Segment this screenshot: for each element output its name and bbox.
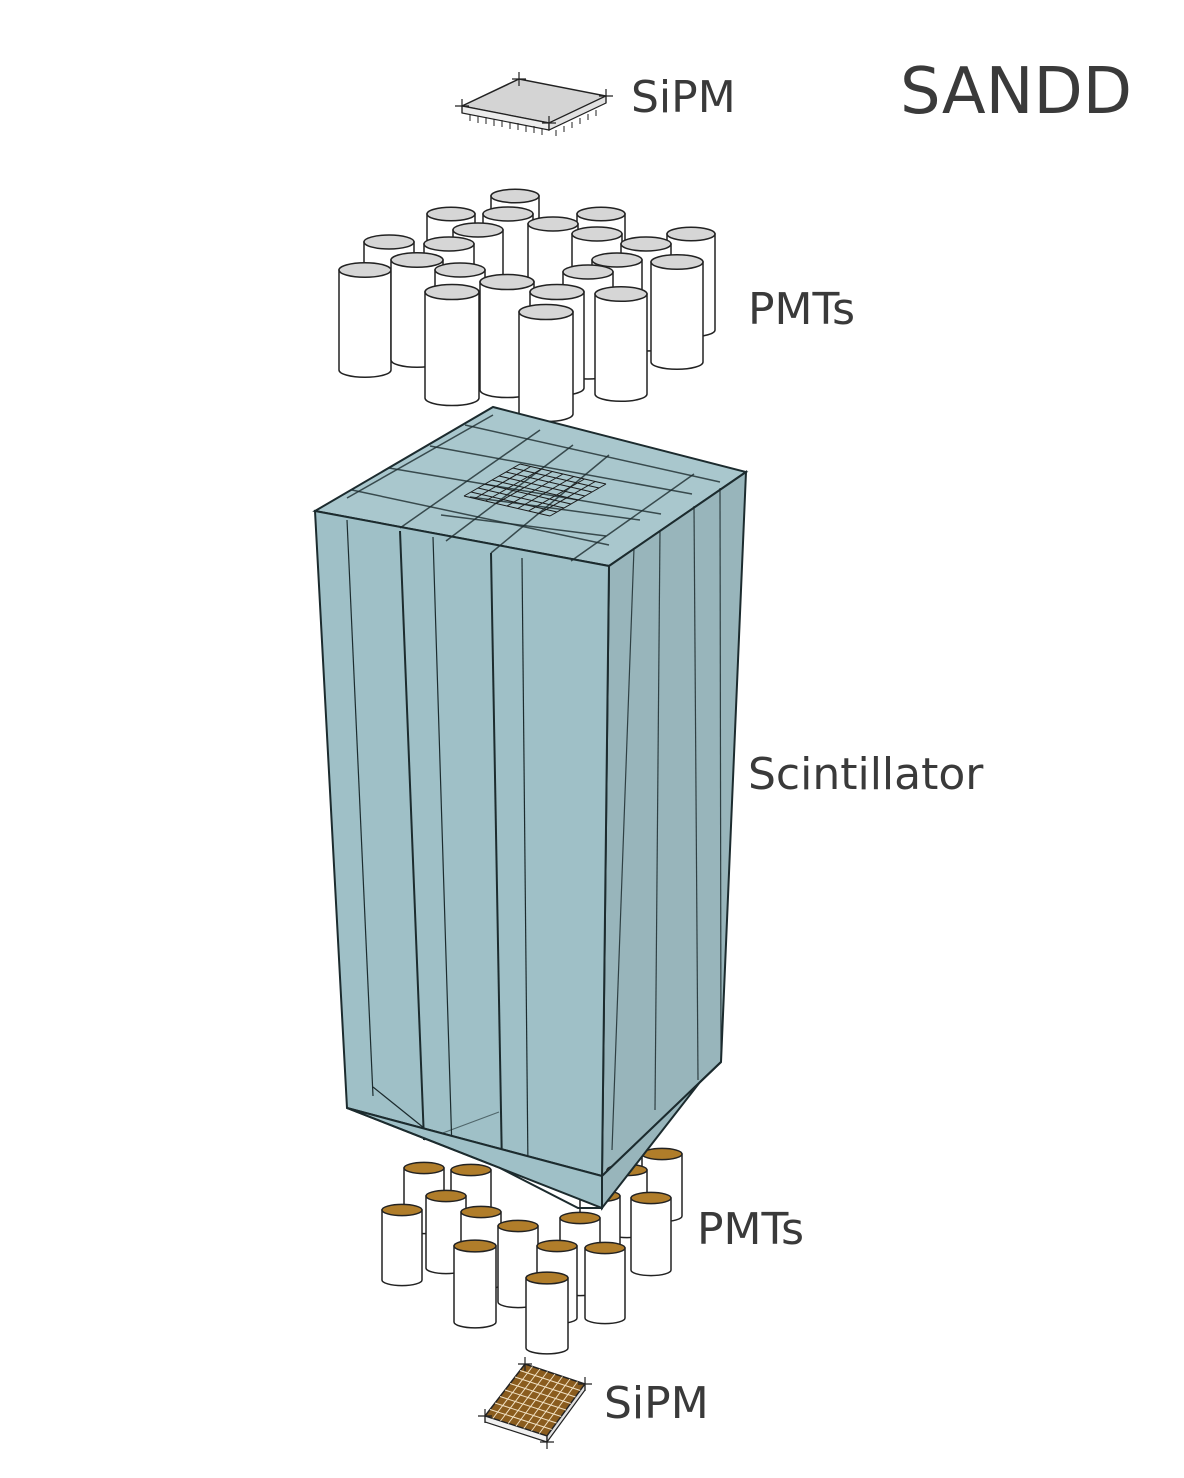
pmt-bottom-5: [381, 1203, 423, 1287]
scintillator-center-grid: [463, 463, 607, 517]
pmt-bottom-9: [630, 1191, 672, 1277]
label-sipm-top: SiPM: [631, 72, 736, 123]
scintillator-block: [312, 405, 749, 1179]
pmt-bottom-14: [584, 1241, 626, 1325]
pmt-top-21: [594, 285, 648, 403]
pmt-top-12: [338, 261, 392, 379]
pmt-array-top: [338, 188, 716, 423]
pmt-top-22: [518, 303, 574, 423]
pmt-top-16: [650, 253, 704, 371]
sipm-bottom: [478, 1357, 592, 1449]
scintillator-front-face: [346, 1061, 722, 1211]
label-scintillator: Scintillator: [748, 749, 984, 800]
diagram-title: SANDD: [900, 55, 1133, 129]
pmt-bottom-15: [525, 1271, 569, 1355]
sipm-top: [455, 72, 613, 136]
label-sipm-bottom: SiPM: [604, 1378, 709, 1429]
label-pmts-bottom: PMTs: [697, 1204, 805, 1255]
label-pmts-top: PMTs: [748, 284, 856, 335]
pmt-bottom-12: [453, 1239, 497, 1329]
pmt-top-18: [424, 283, 480, 407]
pmt-array-bottom: [381, 1147, 683, 1355]
